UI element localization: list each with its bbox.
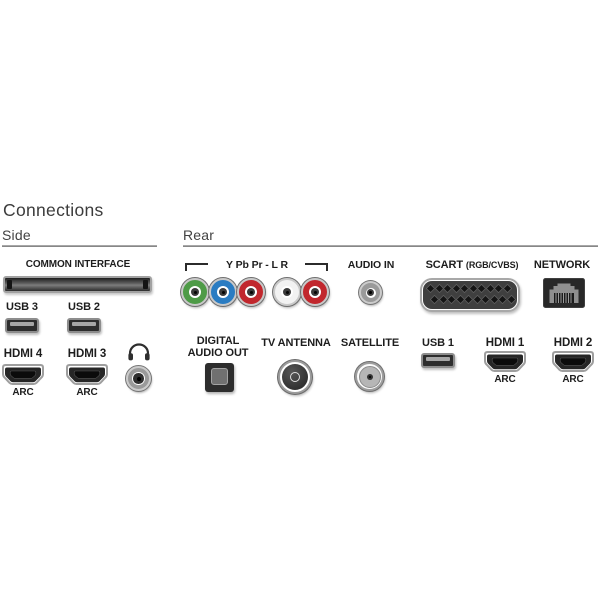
hdmi2-port (552, 351, 594, 372)
hdmi2-arc-label: ARC (562, 374, 584, 385)
usb1-label: USB 1 (422, 337, 454, 349)
component-group-bracket-right (305, 263, 328, 271)
jack-ring (217, 286, 229, 298)
f-connector-center (366, 373, 373, 380)
hdmi4-port (2, 364, 44, 385)
side-section-label: Side (2, 227, 31, 243)
digital-audio-out-label-line1: DIGITAL (196, 335, 240, 347)
jack-ring (245, 286, 257, 298)
audio-in-jack (359, 281, 382, 304)
usb2-port (67, 318, 101, 333)
jack-center (246, 287, 256, 297)
satellite-f-connector (355, 362, 384, 391)
common-interface-slot (3, 276, 152, 293)
common-interface-label: COMMON INTERFACE (25, 259, 131, 270)
scart-pin-row (425, 283, 512, 294)
scart-pin (502, 283, 512, 294)
jack-center (366, 288, 375, 297)
jack-hole (285, 290, 289, 294)
jack-hole (221, 290, 225, 294)
f-connector-hole (368, 375, 371, 378)
rear-section-label: Rear (183, 227, 215, 243)
jack-ring (132, 372, 145, 385)
scart-label-main: SCART (425, 259, 463, 271)
component-group-label: Y Pb Pr - L R (226, 259, 288, 271)
hdmi3-label: HDMI 3 (67, 348, 107, 360)
jack-center (190, 287, 200, 297)
usb2-label: USB 2 (68, 301, 100, 313)
hdmi3-arc-label: ARC (76, 387, 98, 398)
audio-in-label: AUDIO IN (347, 259, 395, 271)
jack-center (133, 373, 144, 384)
headphone-jack (126, 366, 151, 391)
audio-r-jack (301, 278, 329, 306)
scart-label-sub: (RGB/CVBS) (465, 260, 519, 270)
headphones-icon (128, 343, 150, 361)
scart-label: SCART (RGB/CVBS) (426, 259, 519, 271)
usb1-port (421, 353, 455, 368)
f-connector-disc (358, 365, 381, 388)
hdmi4-arc-label: ARC (12, 387, 34, 398)
usb3-port (5, 318, 39, 333)
hdmi1-port (484, 351, 526, 372)
coax-center-ring (290, 372, 300, 382)
hdmi4-label: HDMI 4 (3, 348, 43, 360)
jack-center (310, 287, 320, 297)
jack-hole (249, 290, 253, 294)
usb3-label: USB 3 (6, 301, 38, 313)
hdmi1-arc-label: ARC (494, 374, 516, 385)
tv-antenna-label: TV ANTENNA (261, 337, 331, 349)
jack-hole (193, 290, 197, 294)
scart-pin-row (429, 294, 516, 305)
digital-audio-out-optical-port (205, 363, 234, 392)
network-ethernet-port (543, 278, 585, 308)
jack-hole (313, 290, 317, 294)
scart-pin (506, 294, 516, 305)
satellite-label: SATELLITE (340, 337, 400, 349)
component-group-bracket-left (185, 263, 208, 271)
rear-section-rule (183, 245, 598, 247)
optical-port-window (211, 368, 228, 385)
component-pr-jack (237, 278, 265, 306)
hdmi1-label: HDMI 1 (485, 337, 525, 349)
scart-body (423, 281, 517, 309)
jack-ring (309, 286, 321, 298)
audio-l-jack (273, 278, 301, 306)
jack-hole (369, 291, 372, 294)
component-y-jack (181, 278, 209, 306)
page-title: Connections (3, 200, 104, 220)
scart-connector (420, 278, 520, 312)
tv-antenna-coax-connector (278, 360, 312, 394)
jack-center (282, 287, 292, 297)
jack-ring (281, 286, 293, 298)
jack-center (218, 287, 228, 297)
network-label: NETWORK (533, 259, 591, 271)
jack-ring (365, 287, 376, 298)
jack-ring (189, 286, 201, 298)
jack-hole (136, 376, 141, 381)
hdmi2-label: HDMI 2 (553, 337, 593, 349)
coax-disc (282, 364, 308, 390)
component-pb-jack (209, 278, 237, 306)
side-section-rule (2, 245, 157, 247)
digital-audio-out-label-line2: AUDIO OUT (187, 347, 249, 359)
hdmi3-port (66, 364, 108, 385)
